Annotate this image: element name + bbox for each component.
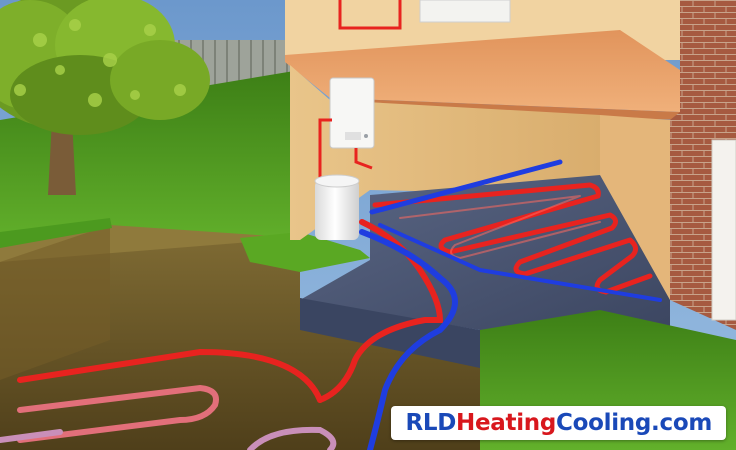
upper-hot-pipe — [338, 0, 402, 30]
ground-loop-icon — [0, 348, 337, 450]
floor-slab — [285, 30, 680, 112]
watermark-part-rld: RLD — [405, 410, 457, 436]
watermark-part-domain: .com — [651, 410, 712, 436]
boiler-outlet-pipe — [354, 148, 373, 170]
floor-slab-edge — [330, 98, 680, 120]
boiler-icon — [329, 77, 375, 149]
boiler-feed-pipe — [318, 118, 332, 185]
tree-icon — [0, 0, 210, 195]
ground-loop-return-pipe — [359, 229, 458, 450]
hot-water-cylinder-icon — [314, 174, 360, 240]
side-wall — [600, 115, 670, 300]
watermark-part-cooling: Cooling — [556, 410, 652, 436]
radiator — [419, 0, 511, 23]
grass-front-house — [240, 232, 370, 272]
watermark-part-heating: Heating — [456, 410, 557, 436]
underfloor-heating-icon — [369, 159, 662, 302]
grass-edge-left — [0, 218, 112, 248]
window-frame — [711, 139, 736, 321]
soil-side — [0, 225, 110, 380]
